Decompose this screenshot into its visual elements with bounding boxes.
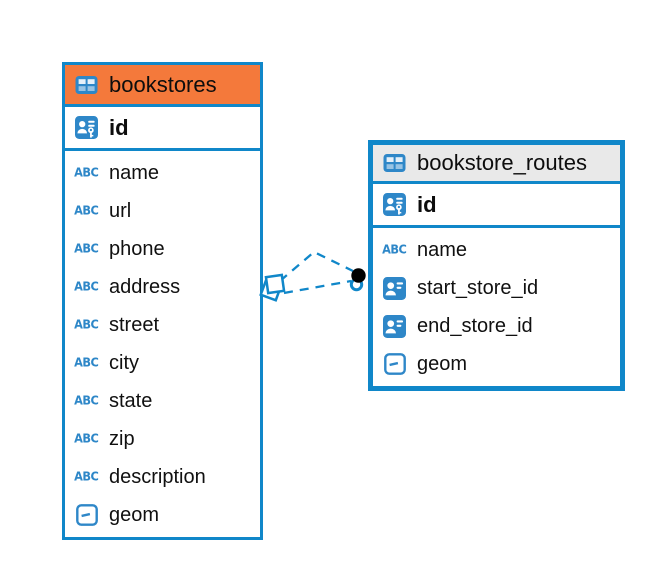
primary-key-label: id: [109, 114, 129, 140]
column-name: description: [109, 465, 206, 488]
table-icon: [73, 74, 100, 96]
column-name: address: [109, 275, 181, 298]
column-name: state: [109, 389, 153, 412]
column-row[interactable]: ABC name: [373, 231, 620, 269]
table-icon: [381, 152, 408, 174]
text-type-icon: ABC: [74, 393, 99, 409]
table-header[interactable]: bookstores: [65, 65, 260, 107]
column-row[interactable]: ABC city: [65, 344, 260, 382]
column-name: start_store_id: [417, 276, 539, 299]
text-type-icon: ABC: [74, 469, 99, 485]
column-name: geom: [109, 503, 160, 526]
column-name: city: [109, 351, 139, 374]
column-name: street: [109, 313, 160, 336]
column-name: zip: [109, 427, 135, 450]
geometry-icon: ABC: [73, 504, 100, 526]
column-row[interactable]: ABC zip: [65, 420, 260, 458]
table-bookstore-routes[interactable]: bookstore_routes id ABC: [368, 140, 625, 391]
text-type-icon: ABC: [74, 203, 99, 219]
relationship-line[interactable]: [279, 250, 354, 282]
primary-key-row[interactable]: id: [373, 184, 620, 228]
column-row[interactable]: ABC phone: [65, 230, 260, 268]
column-name: geom: [417, 352, 468, 375]
column-row[interactable]: ABC description: [65, 458, 260, 496]
geometry-icon: ABC: [381, 353, 408, 375]
text-type-icon: ABC: [74, 317, 99, 333]
text-type-icon: ABC: [74, 241, 99, 257]
text-type-icon: ABC: [382, 242, 407, 258]
column-row[interactable]: ABC state: [65, 382, 260, 420]
column-row[interactable]: ABC address: [65, 268, 260, 306]
column-row[interactable]: ABC geom: [65, 496, 260, 534]
columns-list: ABC name A: [373, 228, 620, 386]
dot-marker: [349, 268, 366, 292]
reference-icon: ABC: [381, 314, 408, 338]
table-bookstores[interactable]: bookstores id ABC: [62, 62, 263, 540]
primary-key-icon: [381, 193, 408, 216]
column-name: url: [109, 199, 132, 222]
primary-key-row[interactable]: id: [65, 107, 260, 151]
text-type-icon: ABC: [74, 431, 99, 447]
table-header[interactable]: bookstore_routes: [373, 145, 620, 184]
text-type-icon: ABC: [74, 355, 99, 371]
reference-icon: ABC: [381, 276, 408, 300]
column-row[interactable]: ABC start_store_id: [373, 269, 620, 307]
column-row[interactable]: ABC name: [65, 154, 260, 192]
column-row[interactable]: ABC geom: [373, 345, 620, 383]
column-name: name: [109, 161, 160, 184]
primary-key-label: id: [417, 191, 437, 217]
column-row[interactable]: ABC end_store_id: [373, 307, 620, 345]
diamond-marker: [259, 273, 286, 302]
columns-list: ABC name A: [65, 151, 260, 537]
column-name: phone: [109, 237, 165, 260]
column-row[interactable]: ABC street: [65, 306, 260, 344]
text-type-icon: ABC: [74, 279, 99, 295]
text-type-icon: ABC: [74, 165, 99, 181]
primary-key-icon: [73, 116, 100, 139]
table-title: bookstore_routes: [417, 150, 587, 175]
column-name: name: [417, 238, 468, 261]
column-row[interactable]: ABC url: [65, 192, 260, 230]
table-title: bookstores: [109, 71, 217, 97]
column-name: end_store_id: [417, 314, 533, 337]
relationship-line[interactable]: [283, 279, 352, 295]
